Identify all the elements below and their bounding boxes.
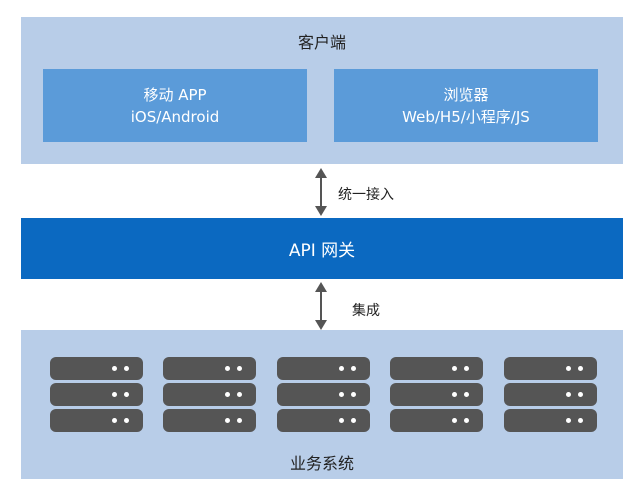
business-systems-title: 业务系统 (289, 454, 354, 473)
server-icon (504, 383, 597, 406)
server-led-indicator (112, 418, 117, 423)
server-led-indicator (112, 366, 117, 371)
browser-platforms: Web/H5/小程序/JS (402, 107, 530, 126)
client-layer: 客户端 移动 APP iOS/Android 浏览器 Web/H5/小程序/JS (21, 17, 623, 164)
server-led-indicator (578, 392, 583, 397)
server-led-indicator (351, 392, 356, 397)
server-icon (163, 383, 256, 406)
server-led-indicator (225, 418, 230, 423)
server-led-indicator (566, 392, 571, 397)
server-icon (277, 357, 370, 380)
browser-card: 浏览器 Web/H5/小程序/JS (334, 69, 598, 142)
server-icon (504, 357, 597, 380)
server-led-indicator (225, 392, 230, 397)
server-led-indicator (339, 418, 344, 423)
server-led-indicator (237, 366, 242, 371)
server-icon (50, 357, 143, 380)
server-led-indicator (351, 366, 356, 371)
browser-title: 浏览器 (443, 85, 489, 104)
server-icon (390, 409, 483, 432)
server-led-indicator (566, 366, 571, 371)
server-led-indicator (452, 392, 457, 397)
server-led-indicator (124, 418, 129, 423)
server-icon (163, 409, 256, 432)
server-led-indicator (237, 418, 242, 423)
server-led-indicator (237, 392, 242, 397)
server-led-indicator (124, 392, 129, 397)
server-led-indicator (464, 418, 469, 423)
server-led-indicator (578, 366, 583, 371)
bidirectional-arrow-icon (315, 168, 327, 216)
server-led-indicator (464, 392, 469, 397)
server-led-indicator (339, 392, 344, 397)
integration-label: 集成 (352, 303, 380, 319)
business-systems-layer: 业务系统 (21, 330, 623, 479)
server-led-indicator (452, 418, 457, 423)
mobile-app-card: 移动 APP iOS/Android (43, 69, 307, 142)
server-led-indicator (452, 366, 457, 371)
mobile-app-platforms: iOS/Android (130, 107, 220, 126)
server-icon (277, 409, 370, 432)
server-led-indicator (112, 392, 117, 397)
server-led-indicator (578, 418, 583, 423)
api-gateway-bar: API 网关 (21, 218, 623, 279)
server-icon (390, 383, 483, 406)
server-led-indicator (225, 366, 230, 371)
unified-access-label: 统一接入 (338, 187, 394, 203)
bidirectional-arrow-icon (315, 282, 327, 330)
server-icon (390, 357, 483, 380)
server-icon (50, 383, 143, 406)
client-layer-title: 客户端 (297, 33, 346, 52)
server-led-indicator (464, 366, 469, 371)
server-led-indicator (566, 418, 571, 423)
server-led-indicator (124, 366, 129, 371)
server-icon (50, 409, 143, 432)
api-gateway-label: API 网关 (288, 241, 356, 261)
server-led-indicator (351, 418, 356, 423)
server-icon (277, 383, 370, 406)
mobile-app-title: 移动 APP (143, 85, 207, 104)
server-icon (504, 409, 597, 432)
server-icon (163, 357, 256, 380)
server-led-indicator (339, 366, 344, 371)
